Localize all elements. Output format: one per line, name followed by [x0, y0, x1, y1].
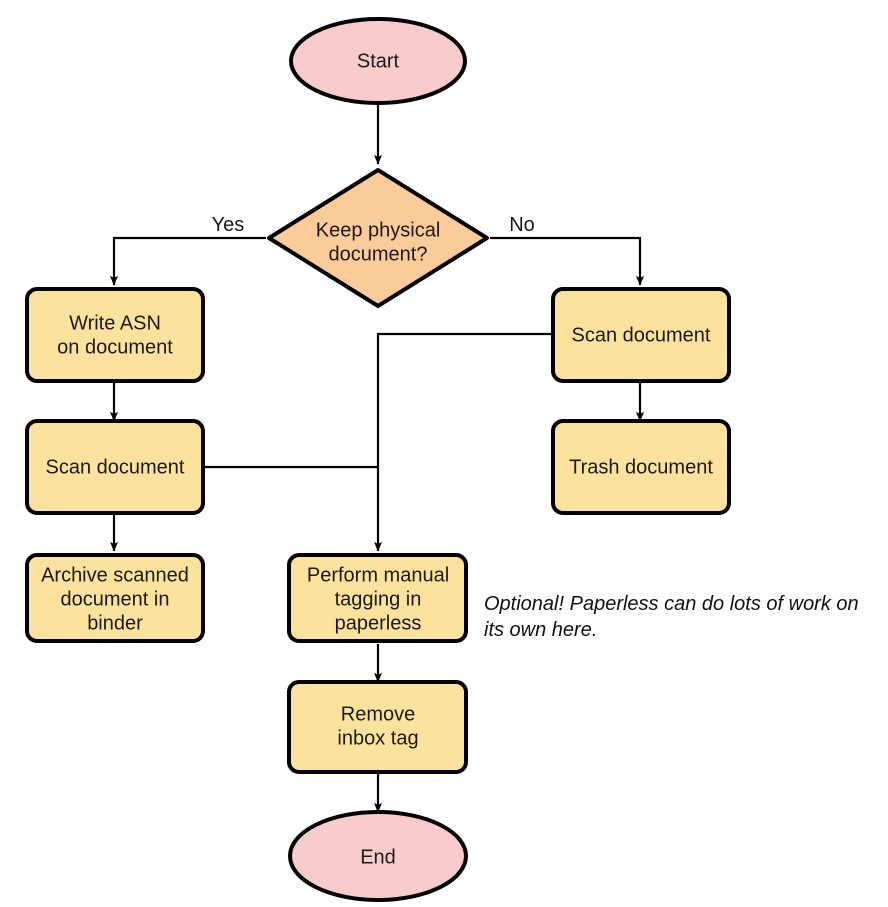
- node-end[interactable]: End: [288, 810, 468, 902]
- node-decision-label-line1: Keep physical: [316, 219, 441, 241]
- node-manual-tagging-label-line3: paperless: [335, 612, 422, 634]
- node-manual-tagging-shape: [287, 553, 468, 643]
- node-remove-inbox-tag[interactable]: Remove inbox tag: [287, 680, 468, 774]
- node-scan-document-left[interactable]: Scan document: [25, 419, 205, 515]
- node-archive-label-line1: Archive scanned: [41, 564, 189, 586]
- edge-decision-no-to-scan-right: [490, 236, 644, 286]
- node-trash-document-label: Trash document: [569, 456, 713, 478]
- node-trash-document[interactable]: Trash document: [551, 419, 731, 515]
- annotation-line2: its own here.: [484, 619, 597, 641]
- node-scan-document-right-shape: [551, 287, 731, 383]
- node-scan-document-right-label: Scan document: [572, 324, 711, 346]
- node-start[interactable]: Start: [289, 17, 467, 105]
- node-scan-document-left-label: Scan document: [46, 456, 185, 478]
- node-decision-label-line2: document?: [329, 243, 428, 265]
- node-end-shape: [288, 810, 468, 902]
- node-decision-shape: [267, 168, 489, 308]
- node-manual-tagging-label-line2: tagging in: [335, 588, 422, 610]
- node-archive-label-line3: binder: [87, 612, 143, 634]
- annotation-line1: Optional! Paperless can do lots of work …: [484, 593, 859, 615]
- node-remove-inbox-label-line2: inbox tag: [337, 727, 418, 749]
- node-remove-inbox-label-line1: Remove: [341, 703, 415, 725]
- node-decision-keep-physical-document[interactable]: Keep physical document?: [267, 168, 489, 308]
- node-scan-document-left-shape: [25, 419, 205, 515]
- node-write-asn-label-line2: on document: [57, 336, 173, 358]
- node-manual-tagging-label-line1: Perform manual: [307, 564, 449, 586]
- node-write-asn-label-line1: Write ASN: [69, 312, 161, 334]
- node-write-asn-on-document[interactable]: Write ASN on document: [25, 287, 205, 383]
- node-trash-document-shape: [551, 419, 731, 515]
- node-start-label: Start: [357, 50, 400, 72]
- edge-label-yes: Yes: [212, 214, 245, 236]
- node-archive-shape: [25, 553, 205, 643]
- node-remove-inbox-shape: [287, 680, 468, 774]
- edge-decision-yes-to-write-asn: [110, 236, 266, 286]
- node-perform-manual-tagging[interactable]: Perform manual tagging in paperless: [287, 553, 468, 643]
- edge-scan-right-to-manual-tagging: [374, 332, 553, 552]
- node-end-label: End: [360, 846, 396, 868]
- edge-label-no: No: [509, 214, 535, 236]
- node-archive-scanned-document[interactable]: Archive scanned document in binder: [25, 553, 205, 643]
- node-archive-label-line2: document in: [61, 588, 170, 610]
- node-start-shape: [289, 17, 467, 105]
- node-write-asn-shape: [25, 287, 205, 383]
- node-scan-document-right[interactable]: Scan document: [551, 287, 731, 383]
